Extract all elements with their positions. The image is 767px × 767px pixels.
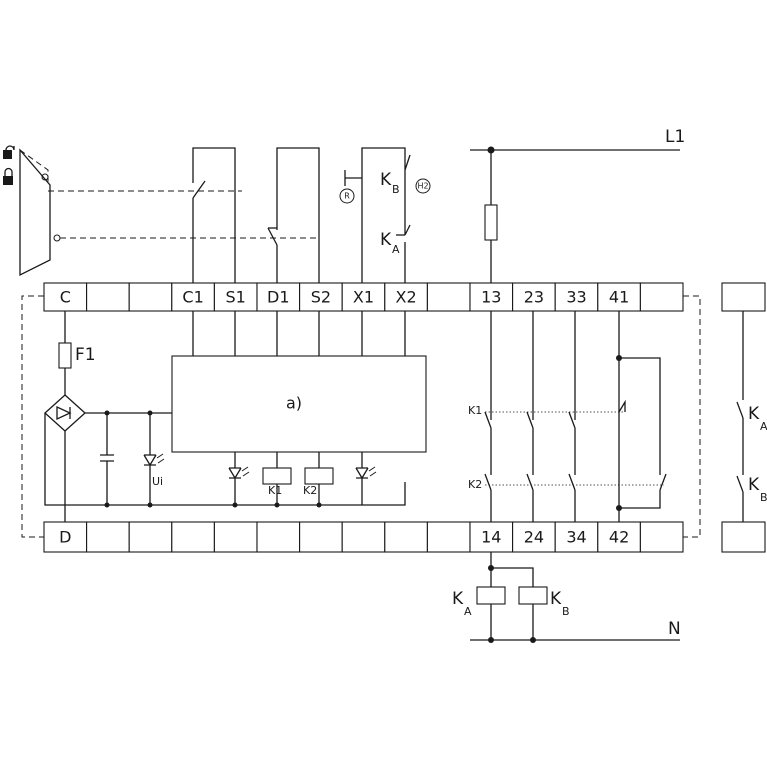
- bottom-terminal-label: 42: [609, 528, 629, 547]
- top-terminal-label: X1: [353, 288, 374, 307]
- bridge-rectifier: [44, 394, 86, 432]
- l1-label: L1: [665, 127, 685, 147]
- bottom-terminal-box: [384, 521, 428, 553]
- channel-2-contact: [267, 147, 320, 283]
- supply-fuse: [484, 204, 498, 241]
- top-terminal-box: [86, 282, 130, 312]
- k2-row-label: K2: [468, 478, 482, 491]
- top-terminal-label: 41: [609, 288, 629, 307]
- unlocked-padlock-icon: [3, 145, 15, 159]
- ext-ka-sub: A: [760, 420, 767, 433]
- bottom-terminal-box: [86, 521, 130, 553]
- bottom-terminal-row: D 14 24 34 42: [43, 521, 684, 553]
- top-terminal-box: [469, 282, 514, 312]
- top-terminal-box: [43, 282, 88, 312]
- top-terminal-row: C C1 S1 D1 S2 X1 X2 13 23 33 41: [43, 282, 684, 312]
- bottom-terminal-box: [341, 521, 386, 553]
- bottom-terminal-box: [554, 521, 599, 553]
- top-terminal-box: [426, 282, 471, 312]
- top-terminal-label: D1: [267, 288, 290, 307]
- reset-button-symbol: [339, 188, 355, 204]
- k1-coil-label: K1: [268, 484, 282, 497]
- bottom-terminal-box: [171, 521, 215, 553]
- switch-contact-lower: [53, 234, 61, 242]
- channel-1-contact: [192, 147, 236, 283]
- top-terminal-label: 23: [524, 288, 544, 307]
- reset-label: R: [344, 192, 350, 201]
- bottom-terminal-box: [299, 521, 343, 553]
- top-terminal-box: [597, 282, 641, 312]
- internal-power-circuit: F1 Ui: [44, 311, 406, 522]
- n-label: N: [668, 619, 681, 639]
- ext-kb-k: K: [748, 475, 760, 495]
- lamp-symbol: [415, 178, 431, 194]
- k1-row-label: K1: [468, 404, 482, 417]
- kb-coil-sub: B: [562, 605, 570, 618]
- bottom-terminal-label: 34: [566, 528, 586, 547]
- capacitor: [100, 413, 114, 505]
- ui-label: Ui: [152, 475, 163, 488]
- bottom-terminal-label: 14: [481, 528, 501, 547]
- ka-coil-sub: A: [464, 605, 472, 618]
- kb-reset-sub: B: [392, 183, 400, 196]
- ka-reset-sub: A: [392, 243, 400, 256]
- bottom-terminal-label: 24: [524, 528, 544, 547]
- kb-coil: [518, 586, 548, 605]
- device-outline-left: [21, 295, 44, 538]
- bottom-terminal-label: D: [59, 528, 71, 547]
- output-led-2: [355, 452, 369, 505]
- ka-coil-k: K: [452, 589, 464, 609]
- extension-contacts: K A K B: [736, 311, 767, 522]
- output-led-1: [228, 452, 242, 505]
- top-terminal-label: S1: [226, 288, 246, 307]
- lamp-label: H2: [417, 182, 428, 191]
- door-interlock-switch: [3, 145, 318, 277]
- logic-block: a): [171, 311, 427, 453]
- external-contactors: K A K B N: [452, 552, 681, 643]
- top-terminal-box: [128, 282, 173, 312]
- top-terminal-label: S2: [311, 288, 331, 307]
- fuse-label: F1: [75, 345, 96, 365]
- top-terminal-label: X2: [396, 288, 417, 307]
- top-terminal-label: C1: [182, 288, 203, 307]
- bottom-terminal-box: [43, 521, 88, 553]
- k2-coil: [304, 467, 334, 485]
- top-terminal-box: [384, 282, 428, 312]
- extension-bottom-terminal: [721, 521, 766, 553]
- top-terminal-box: [639, 282, 684, 312]
- reset-circuit: R H2 K B K A: [339, 147, 431, 283]
- device-outline-right: [683, 295, 701, 538]
- extension-top-terminal: [721, 282, 766, 312]
- bottom-terminal-box: [426, 521, 471, 553]
- k2-coil-label: K2: [303, 484, 317, 497]
- logic-outputs: K1 K2: [228, 452, 377, 508]
- l1-supply: L1: [470, 127, 685, 283]
- top-terminal-box: [512, 282, 556, 312]
- bottom-terminal-box: [256, 521, 301, 553]
- ka-coil: [476, 586, 506, 605]
- ext-kb-sub: B: [760, 491, 767, 504]
- bottom-terminal-box: [213, 521, 258, 553]
- bottom-terminal-box: [128, 521, 173, 553]
- ui-led: [143, 413, 157, 505]
- ext-ka-k: K: [748, 404, 760, 424]
- logic-block-label: a): [286, 394, 302, 413]
- safety-contacts: K1 K2: [468, 311, 667, 522]
- bottom-terminal-box: [512, 521, 556, 553]
- kb-reset-k: K: [380, 170, 392, 190]
- top-terminal-label: 33: [566, 288, 586, 307]
- bottom-terminal-box: [639, 521, 684, 553]
- top-terminal-label: C: [60, 288, 71, 307]
- kb-coil-k: K: [550, 589, 562, 609]
- top-terminal-box: [341, 282, 386, 312]
- locked-padlock-icon: [3, 167, 13, 185]
- ka-reset-k: K: [380, 230, 392, 250]
- fuse-f1: [58, 342, 72, 369]
- switch-contact-upper: [41, 173, 49, 181]
- top-terminal-label: 13: [481, 288, 501, 307]
- k1-coil: [262, 467, 292, 485]
